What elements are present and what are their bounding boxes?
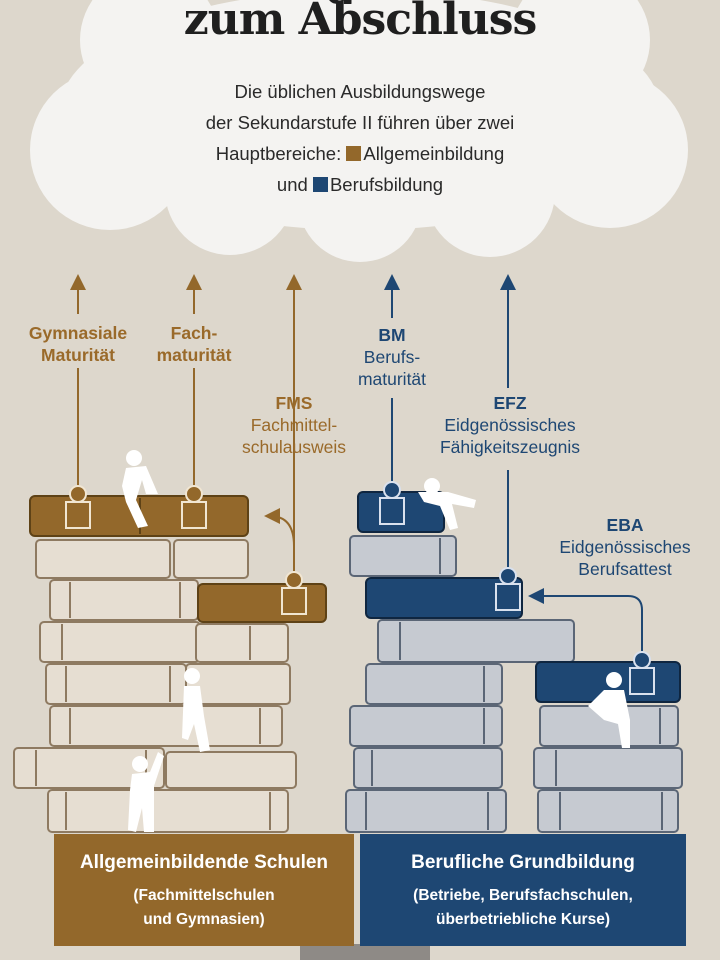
base-general-title: Allgemeinbildende Schulen <box>79 852 329 873</box>
badges-general <box>65 485 307 615</box>
book-spine-lines-general <box>35 582 271 830</box>
bm-line-1: Berufs- <box>363 347 421 367</box>
floor-shadow <box>300 944 430 960</box>
base-general-subtitle: (Fachmittelschulen und Gymnasien) <box>54 884 354 932</box>
label-eba: EBA Eidgenössisches Berufsattest <box>536 514 714 580</box>
efz-line-2: Fähigkeitszeugnis <box>439 437 581 457</box>
legend-general: Allgemeinbildung <box>363 143 505 164</box>
legend-vocational: Berufsbildung <box>329 174 444 195</box>
general-legend-swatch <box>346 146 362 161</box>
intro-line-1: Die üblichen Ausbildungswege <box>234 81 486 102</box>
fms-line-1: Fachmittel- <box>250 415 338 435</box>
intro-line-4: und Berufsbildung <box>160 169 560 200</box>
intro-line-2: der Sekundarstufe II führen über zwei <box>205 112 515 133</box>
fach-line-2: maturität <box>156 345 232 365</box>
bm-line-2: maturität <box>357 369 427 389</box>
gym-line-1: Gymnasiale <box>28 323 128 343</box>
base-vocational-text: Berufliche Grundbildung (Betriebe, Beruf… <box>360 834 686 946</box>
intro-line-3-prefix: Hauptbereiche: <box>215 143 342 164</box>
base-vocational <box>360 834 686 946</box>
book-stack-general <box>13 539 297 833</box>
base-vocational-subtitle: (Betriebe, Berufsfachschulen, überbetrie… <box>360 884 686 932</box>
fach-line-1: Fach- <box>170 323 218 343</box>
fms-abbr: FMS <box>275 393 313 413</box>
badges-vocational <box>379 481 655 695</box>
eba-line-1: Eidgenössisches <box>559 537 691 557</box>
arrows-vocational <box>384 274 643 656</box>
intro-line-3: Hauptbereiche: Allgemeinbildung <box>160 138 560 169</box>
eba-line-2: Berufsattest <box>578 559 672 579</box>
book-stack-vocational <box>345 535 683 833</box>
efz-abbr: EFZ <box>493 393 527 413</box>
label-fms: FMS Fachmittel- schulausweis <box>222 392 366 458</box>
eba-abbr: EBA <box>606 515 644 535</box>
intro-text: Die üblichen Ausbildungswege der Sekunda… <box>160 76 560 200</box>
person-2 <box>182 668 210 752</box>
label-bm: BM Berufs- maturität <box>342 324 442 390</box>
base-general-sub-2: und Gymnasien) <box>143 911 265 928</box>
efz-line-1: Eidgenössisches <box>444 415 576 435</box>
intro-line-4-prefix: und <box>276 174 308 195</box>
base-vocational-title: Berufliche Grundbildung <box>411 852 635 873</box>
book-spine-lines-vocational <box>365 538 663 830</box>
base-general-sub-1: (Fachmittelschulen <box>133 887 275 904</box>
person-5 <box>588 672 630 748</box>
cloud-shape <box>30 0 688 262</box>
person-1 <box>122 450 158 528</box>
fms-line-2: schulausweis <box>241 437 347 457</box>
climbing-people <box>122 450 630 832</box>
base-vocational-sub-1: (Betriebe, Berufsfachschulen, <box>413 887 633 904</box>
person-3 <box>128 752 164 832</box>
label-fachmaturitaet: Fach- maturität <box>140 322 248 366</box>
title-fragment: g <box>325 0 385 4</box>
person-4 <box>418 478 476 530</box>
arrows-general <box>70 274 302 578</box>
base-general-text: Allgemeinbildende Schulen (Fachmittelsch… <box>54 834 354 946</box>
bm-abbr: BM <box>378 325 406 345</box>
label-efz: EFZ Eidgenössisches Fähigkeitszeugnis <box>418 392 602 458</box>
vocational-legend-swatch <box>312 177 328 192</box>
gym-line-2: Maturität <box>41 345 115 365</box>
label-gymnasiale-maturitaet: Gymnasiale Maturität <box>10 322 146 366</box>
base-vocational-sub-2: überbetriebliche Kurse) <box>436 911 610 928</box>
base-general <box>54 834 354 946</box>
page-title: zum Abschluss <box>183 0 538 45</box>
